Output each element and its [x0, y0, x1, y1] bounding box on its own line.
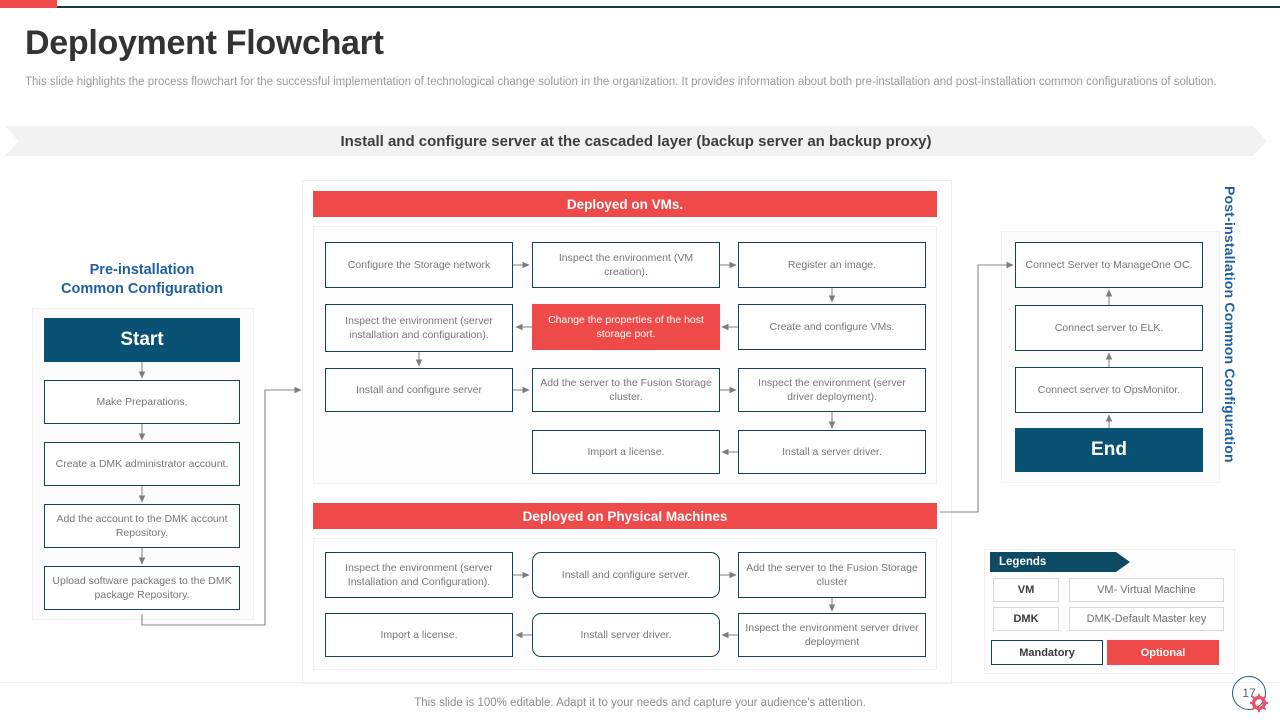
- flow-box-install-server-driver-pm[interactable]: Install server driver.: [532, 613, 720, 657]
- post-installation-vertical-label: Post-installation Common Configuration: [1222, 186, 1238, 463]
- section-header-deployed-on-vms: Deployed on VMs.: [313, 191, 937, 217]
- flow-box-inspect-environment-server-driver-deployment-vm[interactable]: Inspect the environment (server driver d…: [738, 368, 926, 412]
- flow-box-inspect-environment-vm-creation[interactable]: Inspect the environment (VM creation).: [532, 242, 720, 288]
- legend-mandatory-swatch: Mandatory: [991, 640, 1103, 665]
- page-subtitle: This slide highlights the process flowch…: [25, 76, 1217, 88]
- page-title: Deployment Flowchart: [25, 24, 384, 62]
- flow-box-start[interactable]: Start: [44, 318, 240, 362]
- section-banner-label: Install and configure server at the casc…: [340, 132, 932, 150]
- legend-value-dmk: DMK-Default Master key: [1069, 607, 1224, 631]
- gear-icon: [1249, 693, 1269, 713]
- flow-box-make-preparations[interactable]: Make Preparations.: [44, 380, 240, 424]
- flow-box-connect-server-to-elk[interactable]: Connect server to ELK.: [1015, 305, 1203, 351]
- top-divider-rule: [0, 6, 1280, 8]
- legend-key-vm: VM: [993, 578, 1059, 602]
- page-number-badge: 17: [1232, 676, 1272, 716]
- flow-box-configure-storage-network[interactable]: Configure the Storage network: [325, 242, 513, 288]
- flow-box-register-an-image[interactable]: Register an image.: [738, 242, 926, 288]
- flow-box-install-and-configure-server-vm[interactable]: Install and configure server: [325, 368, 513, 412]
- section-header-deployed-on-physical-machines: Deployed on Physical Machines: [313, 503, 937, 529]
- flow-box-connect-server-to-manageone-oc[interactable]: Connect Server to ManageOne OC.: [1015, 242, 1203, 288]
- flow-box-install-a-server-driver-vm[interactable]: Install a server driver.: [738, 430, 926, 474]
- footer-divider: [0, 682, 1280, 683]
- footer-note: This slide is 100% editable. Adapt it to…: [414, 697, 866, 709]
- section-banner: Install and configure server at the casc…: [5, 126, 1267, 156]
- flow-box-create-dmk-admin-account[interactable]: Create a DMK administrator account.: [44, 442, 240, 486]
- legend-value-vm: VM- Virtual Machine: [1069, 578, 1224, 602]
- flow-box-add-server-to-fusion-storage-cluster-vm[interactable]: Add the server to the Fusion Storage clu…: [532, 368, 720, 412]
- flow-box-import-a-license-vm[interactable]: Import a license.: [532, 430, 720, 474]
- legend-key-dmk: DMK: [993, 607, 1059, 631]
- pre-installation-heading-line2: Common Configuration: [61, 281, 223, 297]
- page-number-value: 17: [1232, 676, 1266, 710]
- flow-box-end[interactable]: End: [1015, 428, 1203, 472]
- flow-box-create-and-configure-vms[interactable]: Create and configure VMs.: [738, 304, 926, 350]
- flow-box-connect-server-to-opsmonitor[interactable]: Connect server to OpsMonitor.: [1015, 367, 1203, 413]
- legend-optional-swatch: Optional: [1107, 640, 1219, 665]
- flow-box-add-account-to-dmk-repository[interactable]: Add the account to the DMK account Repos…: [44, 504, 240, 548]
- flow-box-upload-software-packages[interactable]: Upload software packages to the DMK pack…: [44, 566, 240, 610]
- pre-installation-heading: Pre-installation Common Configuration: [32, 261, 252, 299]
- flow-box-install-and-configure-server-pm[interactable]: Install and configure server.: [532, 552, 720, 598]
- flow-box-import-a-license-pm[interactable]: Import a license.: [325, 613, 513, 657]
- flow-box-add-server-to-fusion-storage-cluster-pm[interactable]: Add the server to the Fusion Storage clu…: [738, 552, 926, 598]
- legends-header: Legends: [990, 552, 1130, 572]
- flow-box-inspect-environment-server-driver-deployment-pm[interactable]: Inspect the environment server driver de…: [738, 613, 926, 657]
- top-accent-bar: [0, 0, 57, 8]
- flow-box-inspect-environment-server-installation[interactable]: Inspect the environment (server installa…: [325, 304, 513, 352]
- flow-box-change-host-storage-port-properties[interactable]: Change the properties of the host storag…: [532, 304, 720, 350]
- flow-box-inspect-environment-server-installation-pm[interactable]: Inspect the environment (server Installa…: [325, 552, 513, 598]
- pre-installation-heading-line1: Pre-installation: [89, 262, 195, 278]
